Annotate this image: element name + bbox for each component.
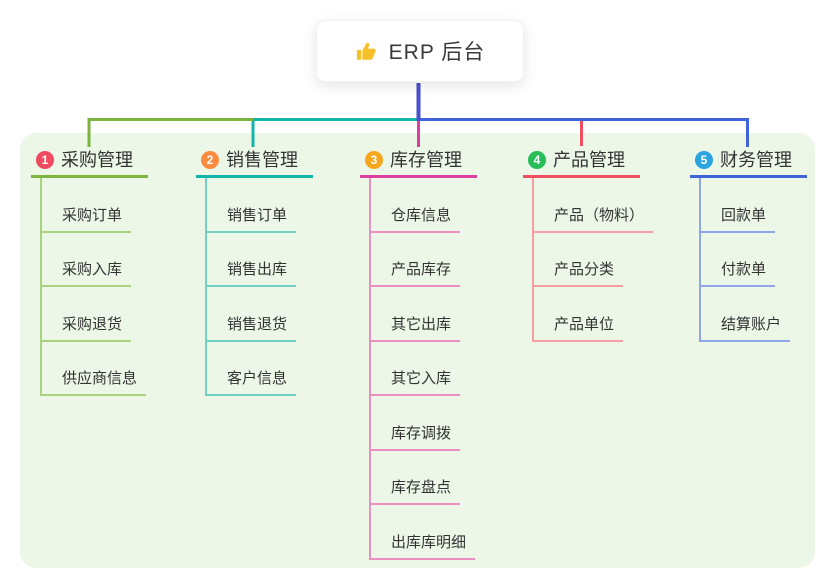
branch-title-label: 采购管理 xyxy=(61,150,133,170)
branch-finance: 5 财务管理 回款单 付款单 结算账户 xyxy=(690,149,807,342)
branch-inventory: 3 库存管理 仓库信息 产品库存 其它出库 其它入库 库存调拨 库存盘点 出库库… xyxy=(360,149,477,560)
node-item-label: 库存调拨 xyxy=(371,425,461,451)
node-item[interactable]: 付款单 xyxy=(701,233,790,287)
branch-title-purchase[interactable]: 1 采购管理 xyxy=(31,149,148,178)
branch-title-label: 产品管理 xyxy=(553,150,625,170)
node-item[interactable]: 销售订单 xyxy=(207,178,297,233)
node-item[interactable]: 其它出库 xyxy=(371,287,475,342)
root-node[interactable]: ERP 后台 xyxy=(316,20,524,82)
thumbs-up-icon xyxy=(355,40,378,63)
node-item[interactable]: 产品库存 xyxy=(371,233,475,287)
node-item-label: 结算账户 xyxy=(701,316,791,342)
node-item-label: 产品（物料） xyxy=(534,207,654,233)
branch-title-label: 财务管理 xyxy=(720,150,792,170)
node-item-label: 其它出库 xyxy=(371,316,461,342)
branch-children: 回款单 付款单 结算账户 xyxy=(699,178,791,342)
node-item-label: 采购入库 xyxy=(42,261,132,287)
node-item-label: 销售出库 xyxy=(207,261,297,287)
node-item[interactable]: 客户信息 xyxy=(207,342,297,396)
node-item-label: 销售退货 xyxy=(207,316,297,342)
node-item-label: 销售订单 xyxy=(207,207,297,233)
node-item-label: 付款单 xyxy=(701,261,776,287)
node-item-label: 供应商信息 xyxy=(42,370,147,396)
node-item-label: 其它入库 xyxy=(371,370,461,396)
node-item-label: 采购退货 xyxy=(42,316,132,342)
branch-children: 采购订单 采购入库 采购退货 供应商信息 xyxy=(40,178,147,396)
node-item[interactable]: 仓库信息 xyxy=(371,178,475,233)
node-item-label: 采购订单 xyxy=(42,207,132,233)
node-item-label: 仓库信息 xyxy=(371,207,461,233)
node-item-label: 库存盘点 xyxy=(371,479,461,505)
node-item[interactable]: 库存调拨 xyxy=(371,396,475,451)
branch-purchase: 1 采购管理 采购订单 采购入库 采购退货 供应商信息 xyxy=(31,149,148,396)
branch-number-badge: 2 xyxy=(201,151,219,169)
node-item[interactable]: 采购退货 xyxy=(42,287,146,342)
branch-number-badge: 1 xyxy=(36,151,54,169)
branch-children: 销售订单 销售出库 销售退货 客户信息 xyxy=(205,178,297,396)
node-item[interactable]: 供应商信息 xyxy=(42,342,147,396)
branches-background-panel xyxy=(20,133,815,568)
node-item[interactable]: 产品（物料） xyxy=(534,178,654,233)
branch-title-label: 销售管理 xyxy=(226,150,298,170)
node-item[interactable]: 采购订单 xyxy=(42,178,146,233)
branch-number-badge: 3 xyxy=(365,151,383,169)
node-item[interactable]: 出库库明细 xyxy=(371,505,476,560)
node-item-label: 产品库存 xyxy=(371,261,461,287)
branch-title-sales[interactable]: 2 销售管理 xyxy=(196,149,313,178)
branch-children: 产品（物料） 产品分类 产品单位 xyxy=(532,178,654,342)
branch-title-product[interactable]: 4 产品管理 xyxy=(523,149,640,178)
node-item[interactable]: 销售出库 xyxy=(207,233,297,287)
node-item[interactable]: 其它入库 xyxy=(371,342,475,396)
node-item-label: 出库库明细 xyxy=(371,534,476,560)
node-item[interactable]: 销售退货 xyxy=(207,287,297,342)
branch-title-finance[interactable]: 5 财务管理 xyxy=(690,149,807,178)
node-item[interactable]: 采购入库 xyxy=(42,233,146,287)
branch-product: 4 产品管理 产品（物料） 产品分类 产品单位 xyxy=(523,149,654,342)
node-item-label: 产品分类 xyxy=(534,261,624,287)
node-item-label: 产品单位 xyxy=(534,316,624,342)
node-item[interactable]: 库存盘点 xyxy=(371,451,475,505)
node-item[interactable]: 结算账户 xyxy=(701,287,791,342)
node-item-label: 回款单 xyxy=(701,207,776,233)
branch-number-badge: 5 xyxy=(695,151,713,169)
branch-title-label: 库存管理 xyxy=(390,150,462,170)
branch-children: 仓库信息 产品库存 其它出库 其它入库 库存调拨 库存盘点 出库库明细 xyxy=(369,178,476,560)
node-item-label: 客户信息 xyxy=(207,370,297,396)
branch-number-badge: 4 xyxy=(528,151,546,169)
node-item[interactable]: 回款单 xyxy=(701,178,790,233)
node-item[interactable]: 产品单位 xyxy=(534,287,653,342)
node-item[interactable]: 产品分类 xyxy=(534,233,653,287)
root-node-label: ERP 后台 xyxy=(388,41,486,64)
branch-sales: 2 销售管理 销售订单 销售出库 销售退货 客户信息 xyxy=(196,149,313,396)
branch-title-inventory[interactable]: 3 库存管理 xyxy=(360,149,477,178)
